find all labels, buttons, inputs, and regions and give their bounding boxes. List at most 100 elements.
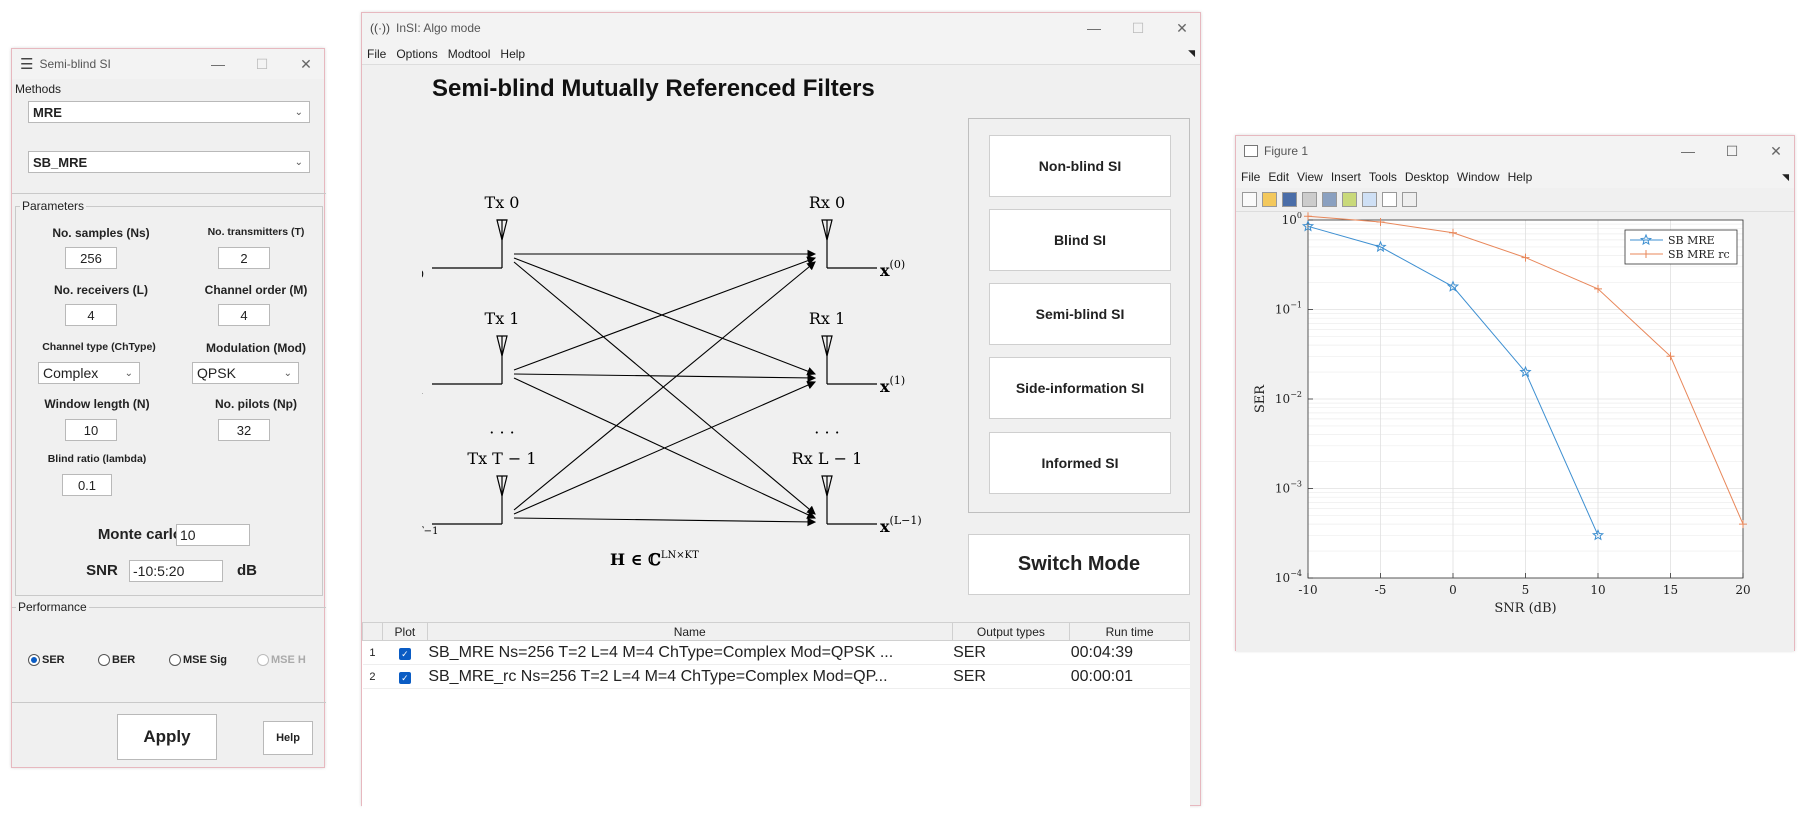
menu-insert[interactable]: Insert [1330, 170, 1361, 184]
radio-mse-sig[interactable]: MSE Sig [169, 654, 227, 666]
m-input[interactable]: 4 [218, 304, 270, 326]
channel-matrix-label: H ∈ ℂLN×KT [610, 550, 699, 569]
rxl-label: Rx L − 1 [792, 449, 863, 468]
apply-button[interactable]: Apply [117, 714, 217, 760]
radio-ser[interactable]: SER [28, 654, 65, 666]
radio-dot-icon [98, 654, 110, 666]
help-button[interactable]: Help [263, 721, 313, 755]
snr-input[interactable]: -10:5:20 [129, 560, 223, 582]
lambda-label: Blind ratio (lambda) [47, 453, 147, 465]
performance-label: Performance [16, 600, 89, 614]
colorbar-icon[interactable] [1342, 192, 1357, 207]
mc-input[interactable]: 10 [176, 524, 250, 546]
t-label: No. transmitters (T) [207, 226, 305, 238]
series-marker-star [1519, 365, 1532, 378]
menu-modtool[interactable]: Modtool [447, 46, 491, 61]
pointer-icon[interactable] [1382, 192, 1397, 207]
snr-unit: dB [237, 562, 257, 579]
link-plot-icon[interactable] [1322, 192, 1337, 207]
radio-msesig-label: MSE Sig [183, 654, 228, 666]
blind-si-button[interactable]: Blind SI [989, 209, 1171, 271]
col-output-types[interactable]: Output types [951, 622, 1071, 641]
tx1-label: Tx 1 [485, 309, 520, 328]
legend-icon[interactable] [1362, 192, 1377, 207]
radio-ber[interactable]: BER [98, 654, 135, 666]
menu-view[interactable]: View [1297, 170, 1323, 184]
maximize-icon[interactable]: ☐ [255, 55, 269, 72]
pin-icon[interactable]: ◥ [1782, 171, 1789, 182]
figure-app-icon [1244, 145, 1258, 157]
close-icon[interactable]: ✕ [1770, 142, 1782, 159]
rx1-label: Rx 1 [809, 309, 845, 328]
table-row[interactable]: 1 ✓ SB_MRE Ns=256 T=2 L=4 M=4 ChType=Com… [362, 640, 1190, 665]
pin-icon[interactable]: ◥ [1188, 48, 1195, 58]
menubar: File Options Modtool Help ◥ [362, 43, 1200, 65]
menu-edit[interactable]: Edit [1268, 170, 1290, 184]
radio-mse-h: MSE H [257, 654, 306, 666]
series-marker-plus [1739, 520, 1747, 529]
window-title: InSI: Algo mode [395, 21, 481, 35]
y-tick-label: 100 [1282, 212, 1302, 227]
table-row[interactable]: 2 ✓ SB_MRE_rc Ns=256 T=2 L=4 M=4 ChType=… [362, 664, 1190, 689]
series-marker-plus [1521, 253, 1530, 262]
col-run-time[interactable]: Run time [1069, 622, 1190, 641]
non-blind-si-button[interactable]: Non-blind SI [989, 135, 1171, 197]
maximize-icon[interactable]: ☐ [1725, 142, 1739, 159]
t-input[interactable]: 2 [218, 247, 270, 269]
chevron-down-icon: ⌄ [124, 367, 133, 379]
side-information-si-button[interactable]: Side-information SI [989, 357, 1171, 419]
plot-checkbox[interactable]: ✓ [398, 647, 411, 660]
informed-si-button[interactable]: Informed SI [989, 432, 1171, 494]
semi-blind-si-window: ☰ Semi-blind SI — ☐ ✕ Methods MRE⌄ SB_MR… [11, 48, 326, 768]
open-folder-icon[interactable] [1262, 192, 1277, 207]
menu-options[interactable]: Options [396, 46, 438, 61]
m-label: Channel order (M) [204, 283, 308, 297]
col-plot[interactable]: Plot [381, 622, 428, 641]
lambda-input[interactable]: 0.1 [62, 474, 112, 496]
menu-file[interactable]: File [367, 46, 387, 61]
minimize-icon[interactable]: — [1087, 20, 1101, 36]
menu-help[interactable]: Help [1507, 170, 1533, 184]
legend-box [1624, 229, 1738, 265]
menu-window[interactable]: Window [1456, 170, 1500, 184]
print-icon[interactable] [1302, 192, 1317, 207]
ns-input[interactable]: 256 [65, 247, 117, 269]
new-figure-icon[interactable] [1242, 192, 1257, 207]
txl-label: Tx T − 1 [467, 449, 536, 468]
method-select-1[interactable]: MRE⌄ [28, 101, 310, 123]
series-marker-star [1374, 240, 1387, 253]
l-input[interactable]: 4 [65, 304, 117, 326]
chtype-select[interactable]: Complex ⌄ [38, 362, 140, 384]
row-output-type: SER [952, 664, 1070, 689]
methods-label: Methods [15, 82, 62, 96]
window-title: Semi-blind SI [39, 57, 111, 71]
minimize-icon[interactable]: — [211, 56, 225, 72]
menu-desktop[interactable]: Desktop [1404, 170, 1449, 184]
method-select-2[interactable]: SB_MRE⌄ [28, 151, 310, 173]
menu-tools[interactable]: Tools [1368, 170, 1397, 184]
n-input[interactable]: 10 [65, 419, 117, 441]
switch-mode-button[interactable]: Switch Mode [968, 534, 1190, 595]
titlebar: ((·)) InSI: Algo mode — ☐ ✕ [362, 13, 1200, 43]
close-icon[interactable]: ✕ [300, 55, 312, 72]
plot-checkbox[interactable]: ✓ [398, 671, 411, 684]
l-label: No. receivers (L) [53, 283, 149, 297]
row-index: 1 [362, 640, 383, 665]
menu-help[interactable]: Help [500, 46, 526, 61]
semi-blind-si-button[interactable]: Semi-blind SI [989, 283, 1171, 345]
x-tick-label: 5 [1522, 583, 1530, 597]
menu-file[interactable]: File [1241, 170, 1261, 184]
save-icon[interactable] [1282, 192, 1297, 207]
col-name[interactable]: Name [426, 622, 953, 641]
maximize-icon[interactable]: ☐ [1131, 19, 1145, 36]
hamburger-icon[interactable]: ☰ [20, 56, 34, 73]
channel-links [513, 249, 817, 527]
np-input[interactable]: 32 [218, 419, 270, 441]
close-icon[interactable]: ✕ [1176, 19, 1188, 36]
chtype-value: Complex [43, 365, 99, 381]
property-inspector-icon[interactable] [1402, 192, 1417, 207]
figure-window: Figure 1 — ☐ ✕ File Edit View Insert Too… [1235, 135, 1795, 652]
mod-select[interactable]: QPSK⌄ [192, 362, 299, 384]
minimize-icon[interactable]: — [1681, 143, 1695, 159]
